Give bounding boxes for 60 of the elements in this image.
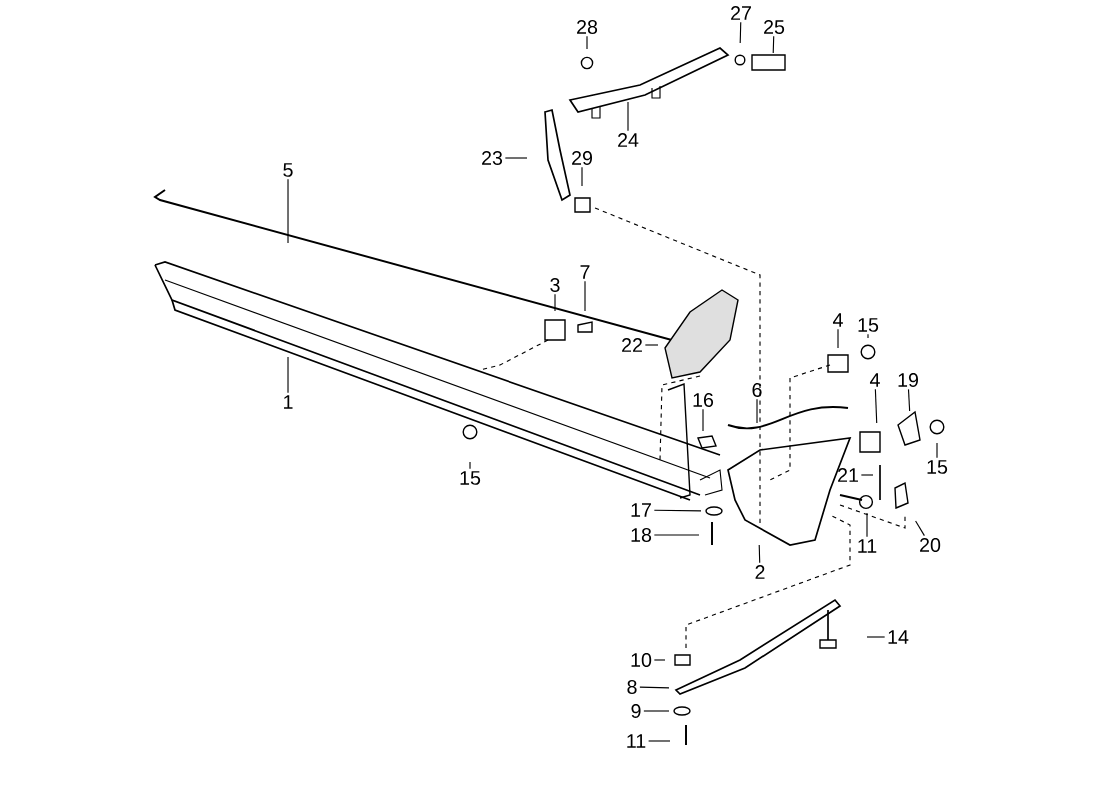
leader-line (581, 166, 583, 187)
leader-line (584, 280, 586, 312)
callout-number: 15 (460, 471, 481, 485)
leader-line (287, 178, 289, 244)
callout-number: 24 (618, 133, 639, 147)
callout-number: 25 (764, 20, 785, 34)
callout-number: 14 (888, 630, 909, 644)
leader-line (837, 328, 839, 349)
callout-number: 15 (927, 460, 948, 474)
callout-number: 2 (755, 565, 765, 579)
leader-line (287, 356, 289, 394)
callout-number: 5 (283, 163, 293, 177)
callout-number: 16 (693, 393, 714, 407)
callout-number: 21 (838, 468, 858, 482)
leader-line (639, 686, 670, 689)
callout-number: 18 (631, 528, 652, 542)
leader-line (469, 461, 471, 470)
leader-line (643, 710, 670, 712)
leader-line (653, 659, 666, 661)
callout-number: 17 (631, 503, 651, 517)
leader-line (554, 293, 556, 312)
leader-line (644, 344, 659, 346)
callout-number: 20 (920, 538, 941, 552)
callout-number: 22 (622, 338, 642, 352)
leader-line (627, 101, 629, 132)
leader-line (772, 35, 775, 54)
callout-number: 4 (869, 373, 880, 387)
leader-line (866, 512, 868, 538)
leader-line (907, 388, 911, 412)
callout-number: 9 (631, 704, 641, 718)
leader-line (756, 398, 758, 424)
callout-number: 7 (580, 265, 590, 279)
leader-line (867, 333, 869, 339)
leader-line (915, 520, 925, 537)
callout-number: 28 (577, 20, 598, 34)
leader-line (758, 544, 761, 564)
callout-number: 1 (284, 395, 293, 409)
callout-number: 27 (731, 6, 751, 20)
callout-number: 11 (627, 734, 646, 748)
callout-number: 4 (832, 313, 843, 327)
callout-number: 15 (858, 318, 879, 332)
callout-number: 29 (572, 151, 592, 165)
leader-line (653, 534, 700, 536)
callout-number: 11 (858, 539, 877, 553)
callout-number: 19 (898, 373, 918, 387)
leader-line (860, 474, 874, 476)
leader-line (504, 157, 528, 159)
leader-line (648, 740, 671, 742)
callout-number: 6 (752, 383, 762, 397)
leader-line (702, 408, 704, 432)
leader-line (866, 636, 886, 638)
leader-line (586, 35, 588, 50)
leader-line (874, 388, 878, 424)
leader-line (739, 21, 742, 44)
callout-number: 8 (627, 680, 637, 694)
callout-number: 23 (482, 151, 503, 165)
leader-line (936, 442, 938, 459)
callout-number: 10 (631, 653, 652, 667)
leader-line (653, 509, 702, 512)
callout-number: 3 (550, 278, 560, 292)
